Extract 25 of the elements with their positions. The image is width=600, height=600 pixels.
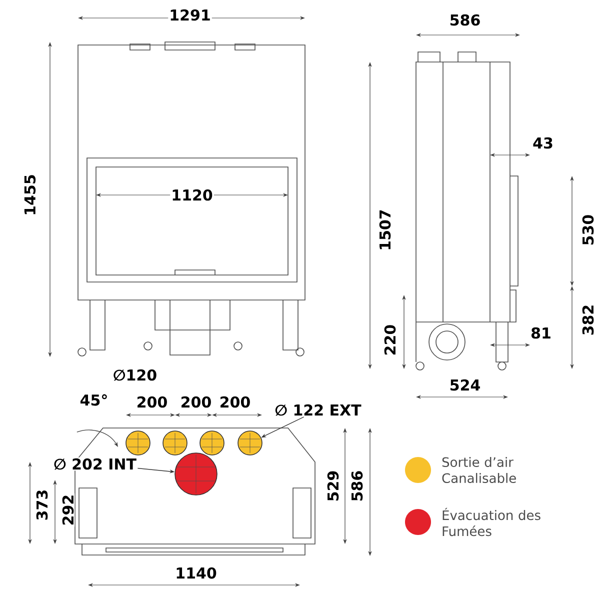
dimension-label: 373	[35, 488, 49, 522]
dimension-label: 1120	[170, 188, 214, 202]
dimension-label: 200	[218, 395, 252, 409]
dimension-label: 382	[581, 303, 595, 337]
legend-label: Sortie d’air Canalisable	[442, 456, 516, 484]
dimension-label: ∅120	[112, 368, 158, 382]
dimension-label: 1291	[168, 8, 212, 22]
callout-label: ∅ 202 INT	[52, 457, 138, 471]
dimension-label: 586	[448, 13, 482, 27]
legend-label: Évacuation des Fumées	[442, 508, 540, 536]
dimension-label: 1140	[174, 566, 218, 580]
dimension-label: 45°	[78, 393, 110, 407]
dimension-label: 292	[61, 493, 75, 527]
dimension-label: 530	[581, 213, 595, 247]
dimension-label: 220	[383, 323, 397, 357]
dimension-label: 1455	[23, 173, 37, 217]
dimension-label: 200	[135, 395, 169, 409]
dimension-label: 43	[532, 136, 554, 150]
dimension-label: 524	[448, 378, 482, 392]
dimension-label: 200	[179, 395, 213, 409]
dimension-label: 1507	[378, 208, 392, 252]
callout-label: ∅ 122 EXT	[274, 403, 362, 417]
dimension-label: 81	[530, 326, 552, 340]
dimension-label: 586	[350, 469, 364, 503]
dimension-label: 529	[326, 469, 340, 503]
